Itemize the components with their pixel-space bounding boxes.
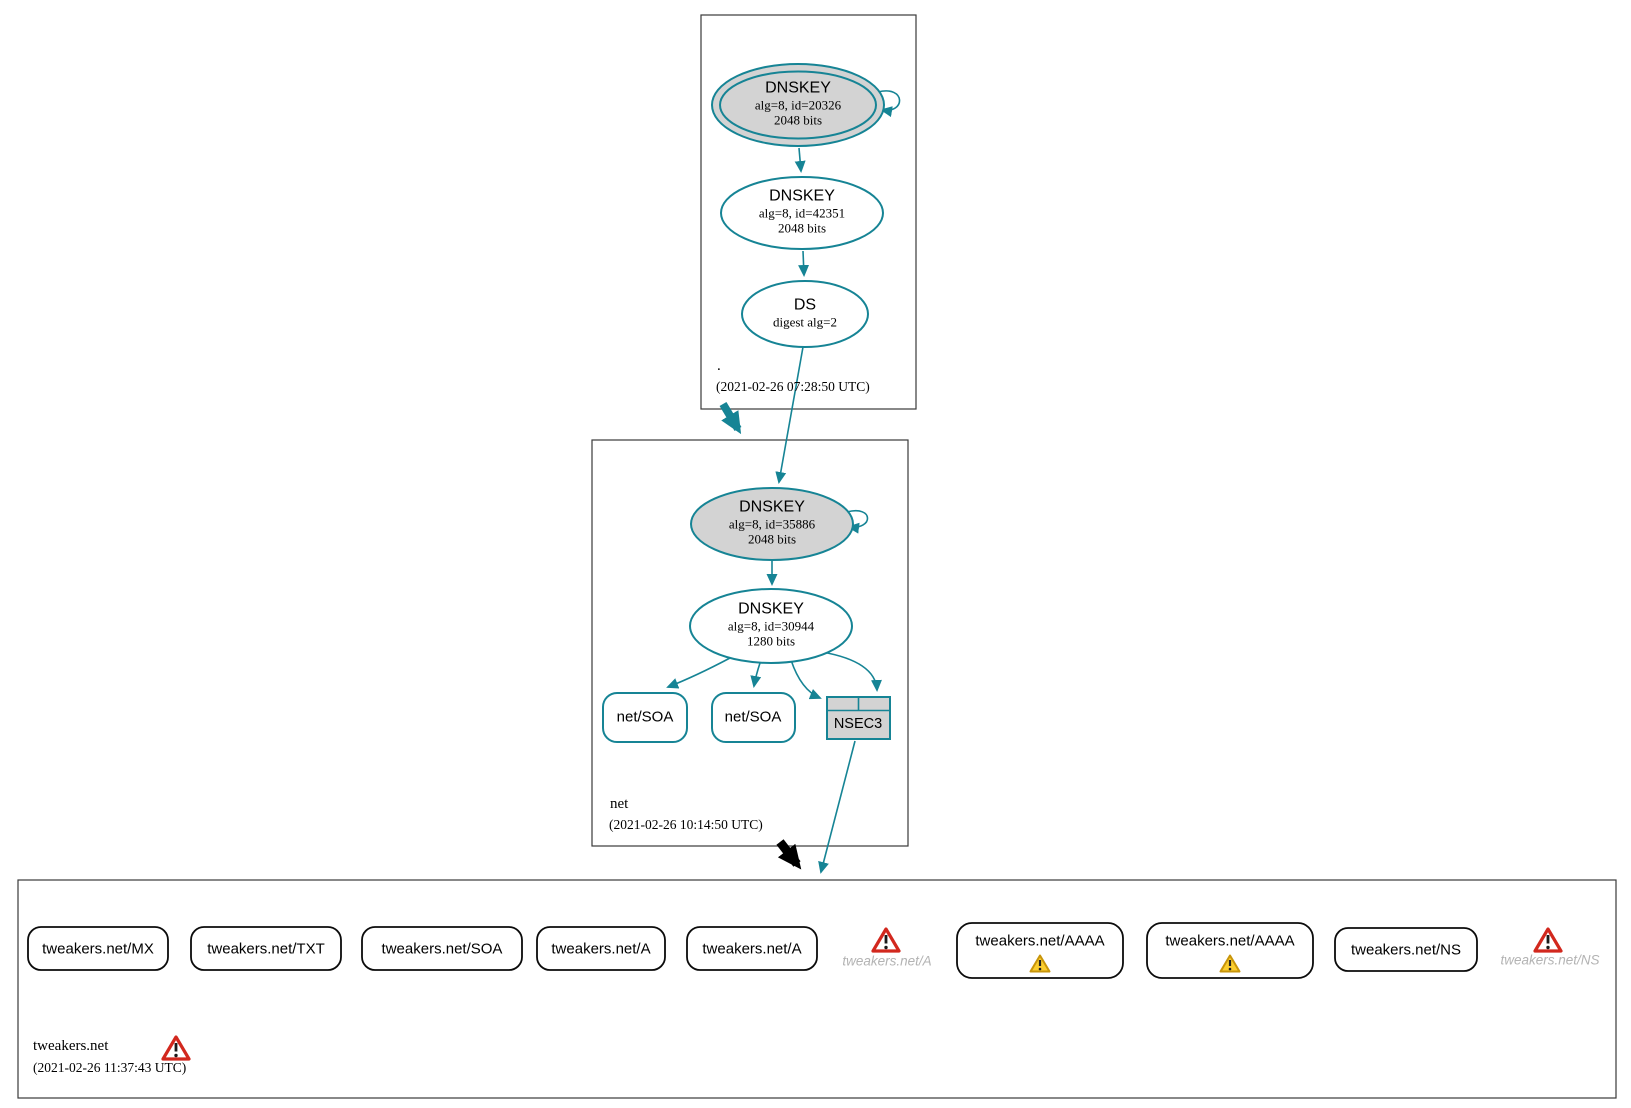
- zone-box-net: [591, 439, 909, 847]
- root-ds-label: DS digest alg=2: [773, 296, 837, 329]
- net-ksk-title: DNSKEY: [739, 498, 805, 516]
- root-ksk-desc1: alg=8, id=20326: [754, 97, 842, 113]
- root-zsk-label: DNSKEY alg=8, id=42351 2048 bits: [759, 188, 845, 237]
- edge-root-ds-net-ksk: [775, 346, 804, 484]
- edge-net-zsk-nsec3-left: [790, 659, 822, 700]
- net-soa2-node[interactable]: [711, 692, 796, 743]
- rrset-aaaa1-node[interactable]: [956, 922, 1124, 979]
- rrset-mx-node[interactable]: [27, 926, 169, 971]
- net-ksk-dnskey-node[interactable]: [690, 487, 854, 561]
- edge-net-zsk-nsec3-right: [821, 651, 882, 692]
- root-ksk-title: DNSKEY: [765, 79, 831, 97]
- rrset-aaaa2-label: tweakers.net/AAAA: [1165, 932, 1295, 950]
- rrset-a-ghost-error-icon[interactable]: [871, 927, 901, 953]
- root-ksk-dnskey-node-inner-ring: [719, 70, 877, 140]
- rrset-mx-label: tweakers.net/MX: [42, 940, 154, 958]
- net-zsk-dnskey-node[interactable]: [689, 588, 853, 664]
- rrset-a1-node[interactable]: [536, 926, 666, 971]
- root-ksk-label: DNSKEY alg=8, id=20326 2048 bits: [755, 80, 841, 129]
- rrset-aaaa2-node[interactable]: [1146, 922, 1314, 979]
- edge-root-ksk-selfloop: [877, 90, 901, 118]
- aaaa1-warning-icon: [1029, 954, 1051, 973]
- zone-error-icon: [161, 1035, 191, 1061]
- rrset-txt-node[interactable]: [190, 926, 342, 971]
- tweakers-zone-timestamp: (2021-02-26 11:37:43 UTC): [33, 1060, 187, 1075]
- rrset-aaaa1-label: tweakers.net/AAAA: [975, 932, 1105, 950]
- root-ds-title: DS: [793, 296, 817, 314]
- root-zone-timestamp: (2021-02-26 07:28:50 UTC): [716, 379, 870, 394]
- net-ksk-label: DNSKEY alg=8, id=35886 2048 bits: [729, 499, 815, 548]
- root-zsk-desc1: alg=8, id=42351: [758, 205, 846, 221]
- root-ksk-desc2: 2048 bits: [773, 112, 823, 128]
- rrset-ns-ghost-error-icon[interactable]: [1533, 927, 1563, 953]
- aaaa2-warning-icon: [1219, 954, 1241, 973]
- net-zsk-title: DNSKEY: [738, 600, 804, 618]
- rrset-ns-node[interactable]: [1334, 927, 1478, 972]
- net-ksk-desc1: alg=8, id=35886: [728, 516, 816, 532]
- net-soa1-label: net/SOA: [616, 708, 674, 726]
- rrset-soa-label: tweakers.net/SOA: [381, 940, 503, 958]
- rrset-ns-ghost-label: tweakers.net/NS: [1500, 952, 1600, 968]
- net-zsk-label: DNSKEY alg=8, id=30944 1280 bits: [728, 601, 814, 650]
- root-zone-name: .: [717, 358, 721, 374]
- root-zsk-dnskey-node[interactable]: [720, 176, 884, 250]
- net-soa1-node[interactable]: [602, 692, 688, 743]
- edge-net-ksk-selfloop: [846, 509, 869, 534]
- rrset-txt-label: tweakers.net/TXT: [207, 940, 325, 958]
- zone-box-root: [700, 14, 917, 410]
- rrset-a2-node[interactable]: [686, 926, 818, 971]
- edge-root-ksk-zsk: [794, 147, 806, 173]
- net-nsec3-label: NSEC3: [833, 716, 883, 732]
- rrset-a2-label: tweakers.net/A: [702, 940, 802, 958]
- rrset-ns-label: tweakers.net/NS: [1350, 941, 1462, 959]
- edge-net-zsk-soa1: [666, 657, 731, 689]
- edge-nsec3-tweakers-net: [818, 740, 856, 874]
- edge-root-zsk-ds: [798, 250, 810, 277]
- net-zsk-desc1: alg=8, id=30944: [727, 618, 815, 634]
- net-nsec3-node[interactable]: [826, 696, 891, 740]
- net-zsk-desc2: 1280 bits: [746, 633, 796, 649]
- insecure-delegation-arrow-net-tweakers: [776, 839, 802, 870]
- secure-delegation-arrow-root-net: [719, 401, 742, 435]
- net-ksk-desc2: 2048 bits: [747, 531, 797, 547]
- edge-net-zsk-soa2: [750, 662, 762, 688]
- net-zone-timestamp: (2021-02-26 10:14:50 UTC): [609, 817, 763, 832]
- tweakers-zone-name: tweakers.net: [33, 1038, 109, 1054]
- rrset-soa-node[interactable]: [361, 926, 523, 971]
- rrset-a1-label: tweakers.net/A: [551, 940, 651, 958]
- rrset-a-ghost-label: tweakers.net/A: [842, 953, 932, 969]
- net-soa2-label: net/SOA: [724, 708, 782, 726]
- root-ds-node[interactable]: [741, 280, 869, 348]
- net-zone-name: net: [610, 796, 629, 812]
- root-zsk-desc2: 2048 bits: [777, 220, 827, 236]
- zone-box-tweakers-net: [17, 879, 1617, 1099]
- root-zsk-title: DNSKEY: [769, 187, 835, 205]
- root-ds-desc1: digest alg=2: [772, 314, 838, 329]
